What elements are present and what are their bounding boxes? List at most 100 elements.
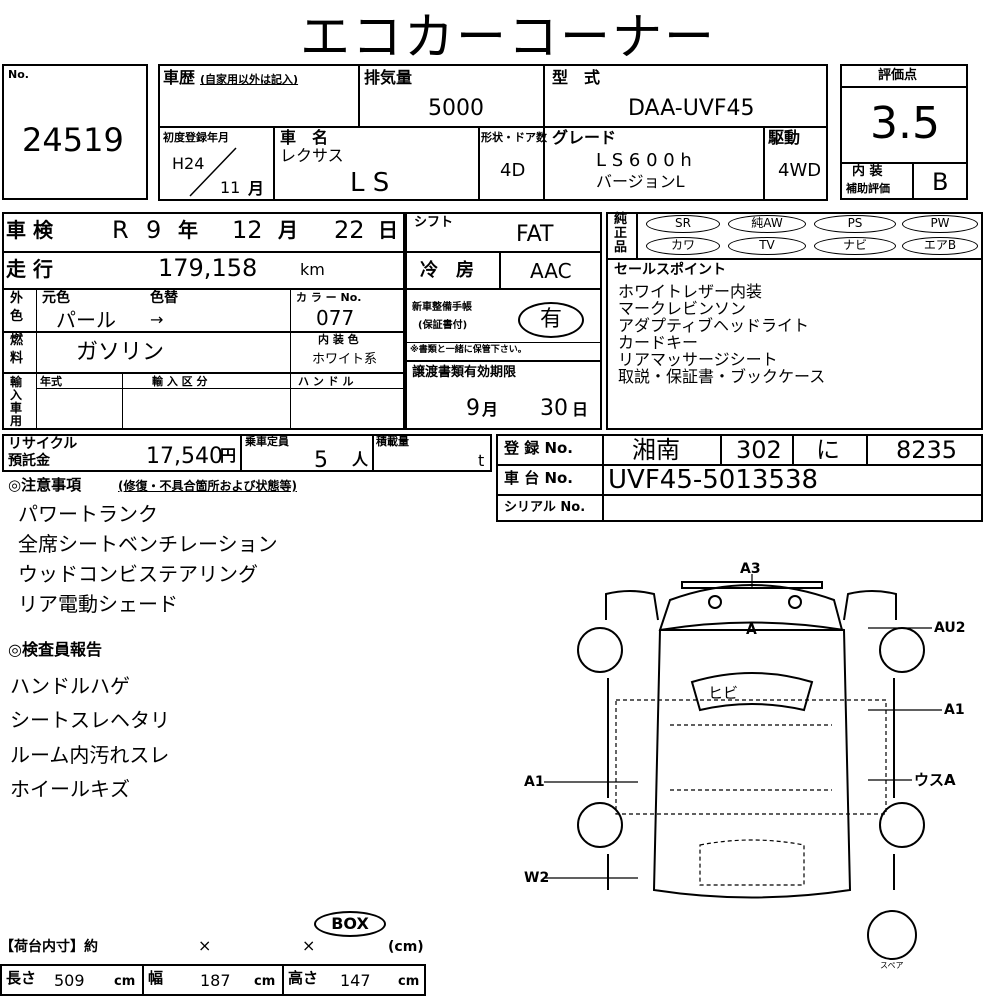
equipment-label-1: 純 [614, 212, 628, 227]
color-orig-value: パール [56, 308, 116, 332]
car-name-value: L S [350, 168, 390, 198]
fuel-value: ガソリン [76, 340, 165, 365]
cargo-length-label: 長さ [6, 969, 37, 987]
diagram-label-a1-left: A1 [524, 774, 545, 790]
drive-value: 4WD [778, 160, 822, 181]
shift-label: シフト [414, 215, 454, 230]
displacement-label: 排気量 [364, 68, 413, 87]
diagram-label-usu-a: ウスA [914, 771, 956, 789]
registration-number: 8235 [896, 436, 958, 464]
cargo-width: 187 [200, 971, 231, 990]
inspector-item-1: ハンドルハゲ [10, 674, 130, 698]
vehicle-header-grid [158, 64, 828, 201]
equip-leather: カワ [646, 237, 720, 255]
recycle-value: 17,540 [146, 444, 223, 469]
import-class-label: 輸 入 区 分 [152, 375, 208, 388]
registration-class: 302 [736, 436, 782, 464]
capacity-unit: 人 [352, 450, 369, 469]
cargo-label: 【荷台内寸】約 [0, 939, 98, 955]
cargo-height-unit: cm [398, 974, 420, 989]
model-value: DAA-UVF45 [628, 96, 755, 121]
maintenance-value-circle: 有 [518, 302, 584, 338]
history-label: 車歴 [163, 68, 196, 87]
equip-sr: SR [646, 215, 720, 233]
transfer-day: 30 [540, 396, 568, 421]
import-side-4: 用 [10, 414, 23, 428]
load-label: 積載量 [376, 435, 409, 448]
inspector-heading: ◎検査員報告 [8, 640, 102, 659]
cargo-width-unit: cm [254, 974, 276, 989]
notes-sub: (修復・不具合箇所および状態等) [118, 479, 297, 493]
cargo-length-unit: cm [114, 974, 136, 989]
equip-pw: PW [902, 215, 978, 233]
color-code-label: カ ラ ー No. [296, 291, 362, 304]
cargo-dims-row [0, 964, 426, 996]
capacity-label: 乗車定員 [245, 435, 289, 448]
first-reg-slash [189, 147, 237, 197]
serial-label: シリアル No. [504, 500, 586, 515]
interior-rating-label-2: 補助評価 [846, 182, 890, 195]
cargo-box-badge: BOX [314, 911, 386, 937]
car-name-label: 車 名 [280, 128, 329, 147]
registration-kana: に [816, 436, 840, 464]
lot-number-box: No. 24519 [2, 64, 148, 200]
maintenance-label-1: 新車整備手帳 [412, 302, 472, 313]
inspection-day: 22 [334, 216, 365, 244]
grade-label: グレード [552, 128, 617, 147]
note-item-4: リア電動シェード [18, 592, 178, 616]
aircon-label: 冷 房 [420, 260, 474, 281]
diagram-label-hibi: ヒビ [708, 684, 739, 702]
mileage-label: 走 行 [6, 257, 53, 281]
inspection-month: 12 [232, 216, 263, 244]
inspection-year-unit: 年 [178, 218, 198, 242]
equipment-label-3: 品 [614, 240, 628, 255]
color-code-value: 077 [316, 306, 355, 330]
history-note: (自家用以外は記入) [200, 73, 299, 86]
color-change-label: 色替 [150, 290, 178, 306]
car-maker: レクサス [280, 146, 344, 165]
cargo-box-text: BOX [331, 914, 369, 933]
equipment-label-2: 正 [614, 226, 628, 241]
registration-block [496, 434, 983, 522]
drive-label: 駆動 [768, 128, 801, 147]
cargo-height: 147 [340, 971, 371, 990]
grade-value-2: バージョンL [596, 172, 685, 191]
spec-block-center [405, 212, 602, 430]
diagram-label-spare: スペア [880, 961, 904, 970]
import-year-label: 年式 [40, 375, 62, 388]
sales-point-6: 取説・保証書・ブックケース [618, 367, 826, 386]
spec-block-left [2, 212, 405, 430]
first-reg-month: 11 [220, 178, 241, 197]
rating-label: 評価点 [878, 68, 918, 83]
equip-navi: ナビ [814, 237, 896, 255]
color-side-1: 外 [10, 291, 24, 306]
sales-point-5: リアマッサージシート [618, 350, 778, 369]
shift-value: FAT [516, 222, 554, 247]
color-orig-label: 元色 [42, 290, 70, 306]
doors-label: 形状・ドア数 [481, 131, 547, 144]
capacity-value: 5 [314, 448, 328, 473]
note-item-3: ウッドコンビステアリング [18, 562, 258, 586]
fuel-side-1: 燃 [10, 333, 24, 348]
interior-rating-label-1: 内 装 [852, 164, 883, 179]
recycle-unit: 円 [220, 446, 237, 465]
rating-box [840, 64, 968, 200]
diagram-label-au2: AU2 [934, 620, 966, 636]
cargo-height-label: 高さ [288, 969, 319, 987]
recycle-row [2, 434, 492, 472]
no-label: No. [8, 68, 29, 81]
rating-value: 3.5 [870, 98, 940, 149]
load-unit: t [478, 451, 485, 470]
transfer-month: 9 [466, 396, 480, 421]
sales-point-2: マークレビンソン [618, 299, 747, 318]
model-label: 型 式 [552, 68, 601, 87]
cargo-x2: × [302, 936, 316, 955]
import-side-2: 入 [10, 388, 23, 402]
cargo-cm: (cm) [388, 939, 424, 955]
transfer-month-unit: 月 [482, 400, 499, 419]
doors-value: 4D [500, 160, 526, 181]
maintenance-value: 有 [539, 307, 562, 332]
inspection-year: 9 [146, 216, 162, 244]
registration-area: 湘南 [632, 436, 680, 464]
diagram-label-w2: W2 [524, 870, 550, 886]
